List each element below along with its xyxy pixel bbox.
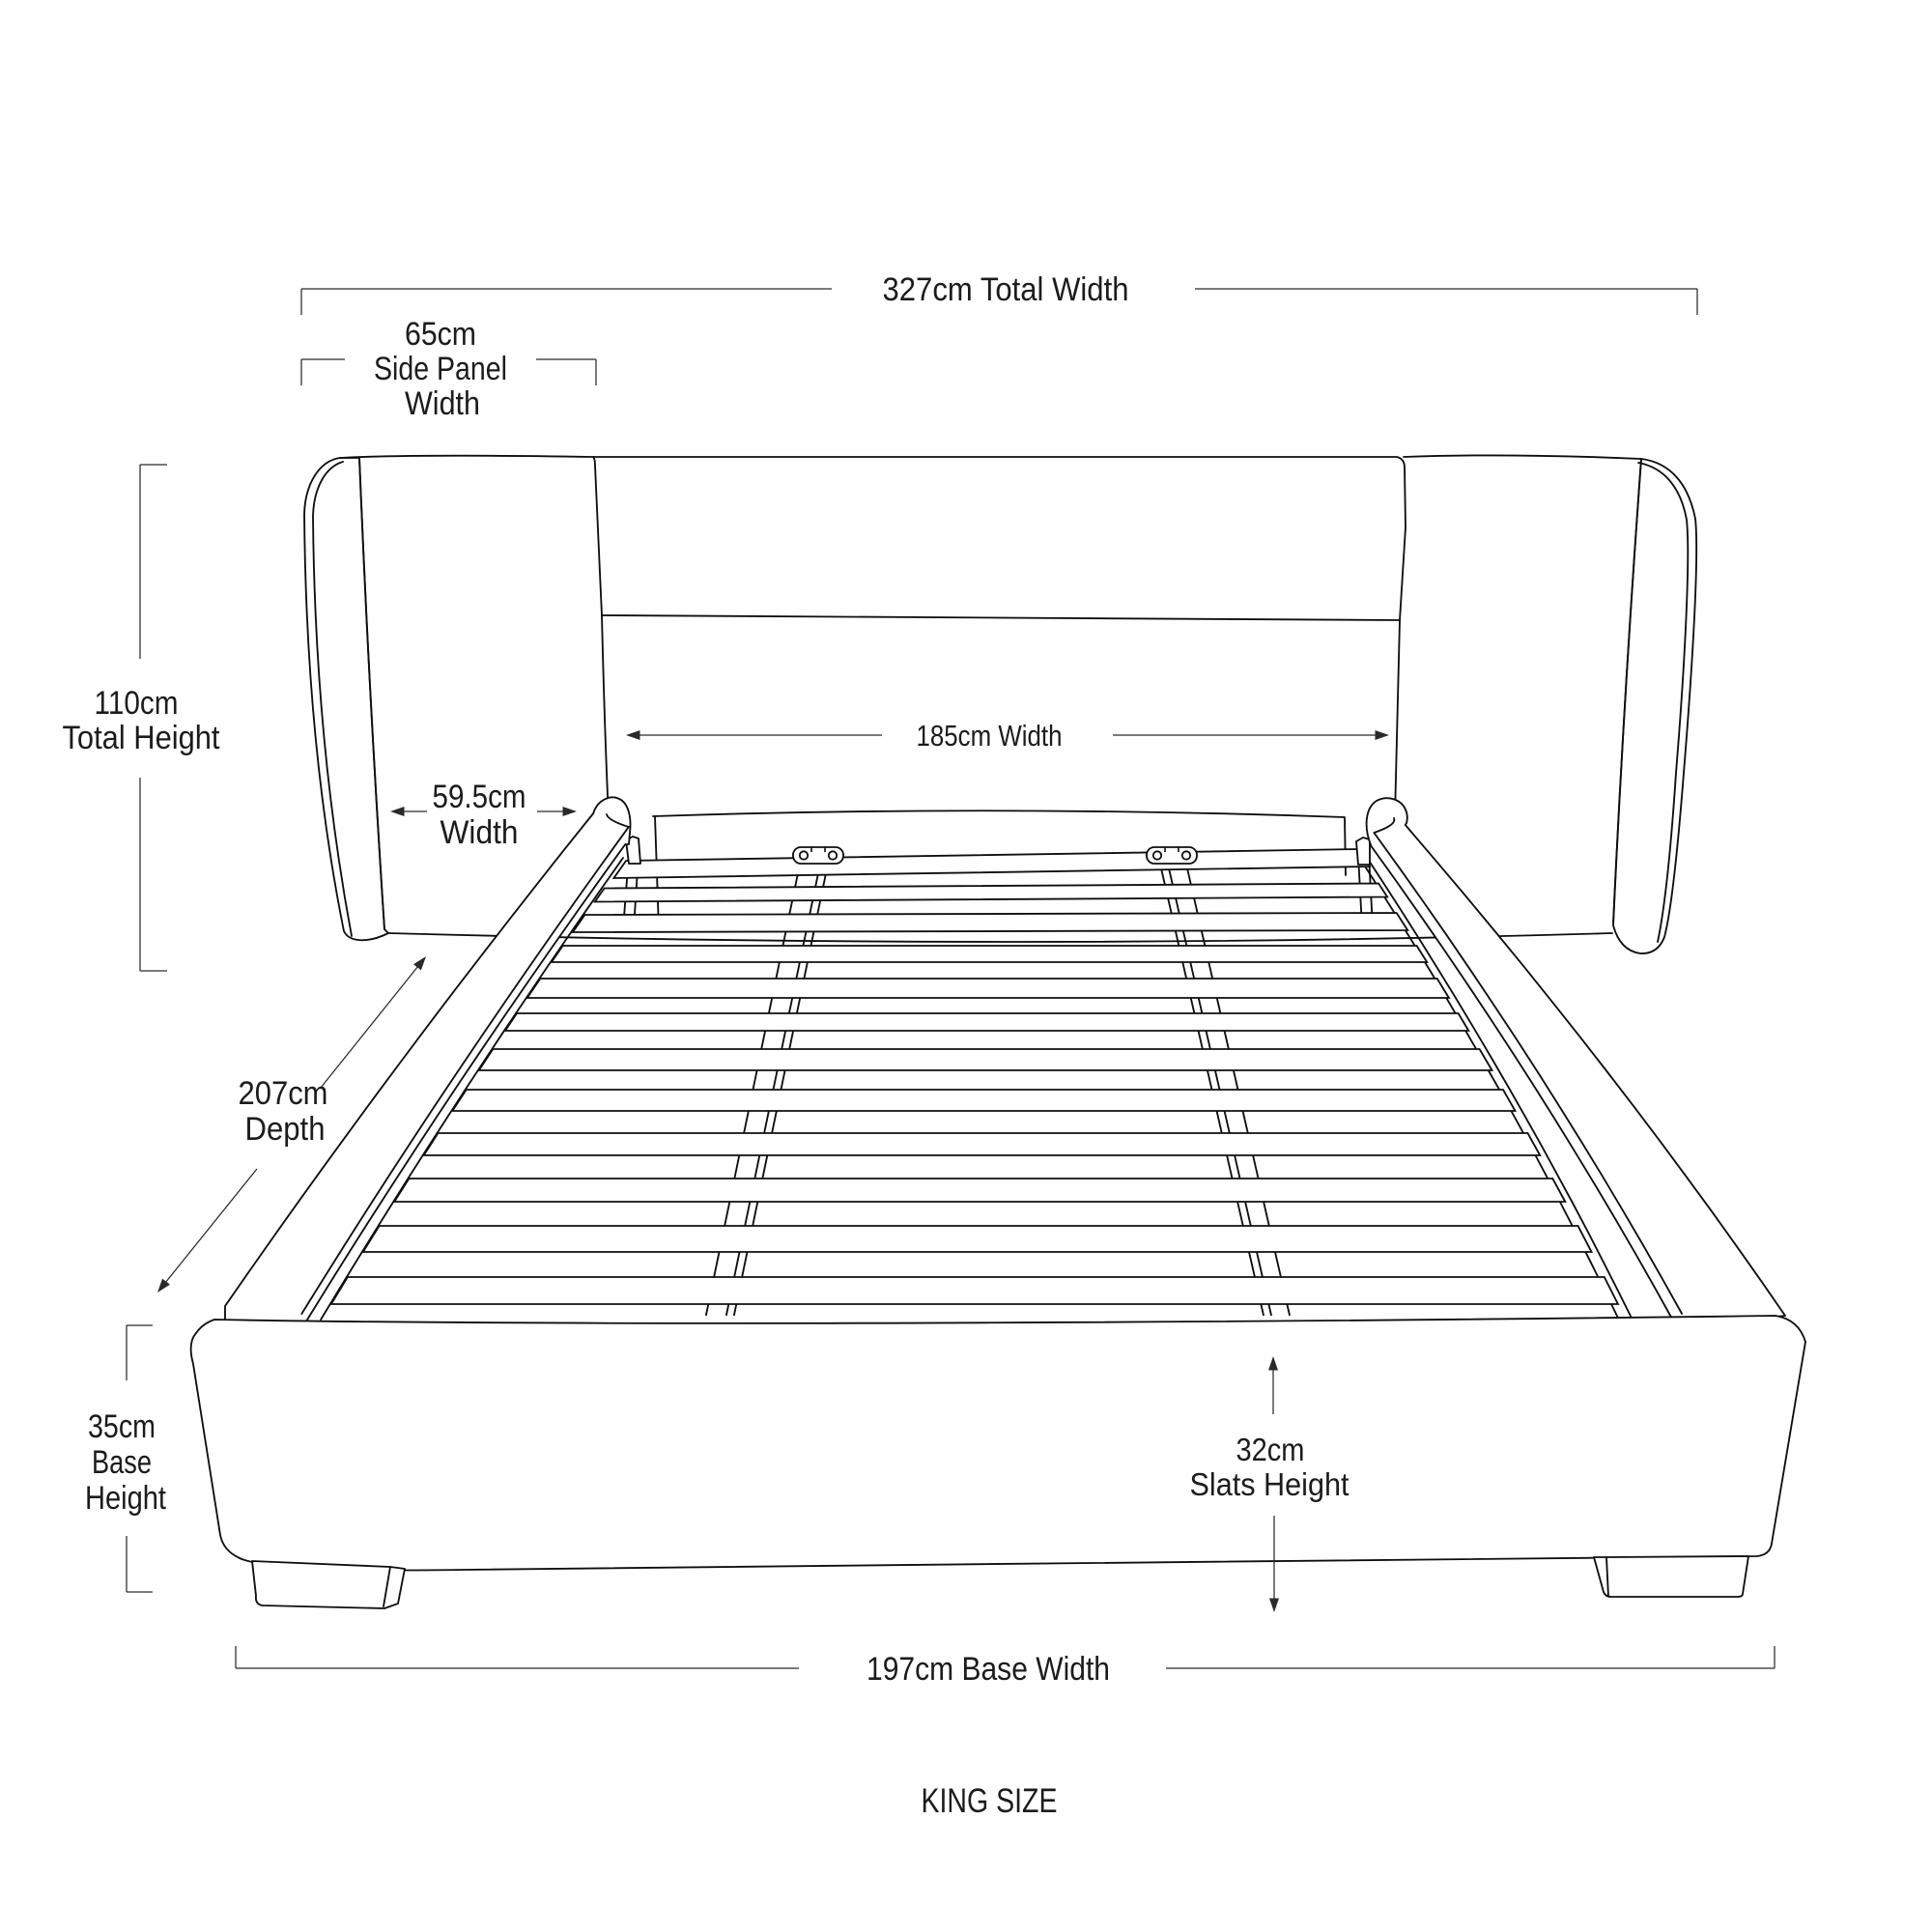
svg-text:327cm Total Width: 327cm Total Width — [883, 271, 1129, 308]
svg-text:110cm: 110cm — [95, 685, 179, 722]
svg-text:197cm Base Width: 197cm Base Width — [867, 1651, 1110, 1688]
svg-text:Depth: Depth — [245, 1111, 326, 1148]
svg-text:32cm: 32cm — [1236, 1432, 1305, 1467]
svg-text:Slats Height: Slats Height — [1190, 1466, 1350, 1502]
svg-text:207cm: 207cm — [239, 1075, 328, 1112]
svg-text:Width: Width — [405, 385, 480, 422]
svg-text:Base: Base — [92, 1444, 152, 1481]
svg-text:65cm: 65cm — [405, 316, 476, 353]
svg-text:185cm Width: 185cm Width — [917, 719, 1063, 753]
svg-text:Side Panel: Side Panel — [374, 351, 507, 387]
svg-text:Height: Height — [85, 1480, 166, 1517]
svg-text:Total Height: Total Height — [63, 720, 221, 756]
svg-text:KING SIZE: KING SIZE — [922, 1782, 1058, 1820]
svg-text:35cm: 35cm — [88, 1408, 156, 1445]
svg-text:59.5cm: 59.5cm — [433, 779, 526, 815]
svg-text:Width: Width — [440, 814, 519, 851]
